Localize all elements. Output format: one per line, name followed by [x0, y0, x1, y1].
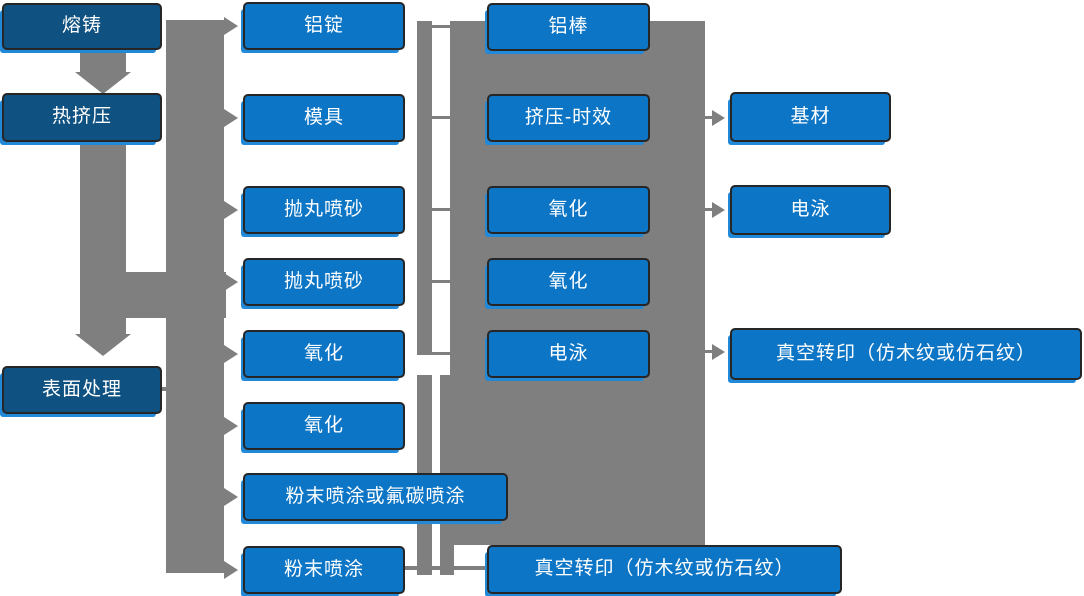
node-oxidation-a: 氧化 [243, 330, 405, 378]
node-electrophoresis-a: 电泳 [487, 330, 650, 378]
bus-tap-aluminum-rod [430, 25, 452, 28]
node-melting-casting: 熔铸 [2, 3, 162, 50]
arrow-extrusion-to-base [712, 110, 725, 126]
flow-shaft-top [80, 50, 126, 76]
arrow-to-powder-or-fluorocarbon [224, 488, 238, 506]
node-base-material: 基材 [730, 92, 891, 142]
bus-tap-extrusion-aging [430, 116, 452, 119]
powder-to-vacuum-connector [405, 566, 487, 570]
node-powder-or-fluorocarbon-coating: 粉末喷涂或氟碳喷涂 [243, 473, 508, 521]
arrow-to-shot-blasting-2 [224, 273, 238, 291]
node-mold: 模具 [243, 94, 405, 142]
node-surface-treatment: 表面处理 [2, 366, 162, 414]
bus-bar-upper [417, 21, 432, 355]
node-aluminum-rod: 铝棒 [487, 3, 650, 51]
arrow-oxidation-to-electro [712, 202, 725, 218]
node-shot-blasting-1: 抛丸喷砂 [243, 186, 405, 234]
node-powder-coating: 粉末喷涂 [243, 546, 405, 594]
arrow-down-to-hot-extrusion [75, 72, 131, 94]
bus-tap-oxidation-c [430, 208, 452, 211]
surface-treatment-connector [158, 387, 174, 391]
node-oxidation-d: 氧化 [487, 258, 650, 306]
shaft-oxidation-to-electro [703, 208, 716, 211]
node-oxidation-c: 氧化 [487, 186, 650, 234]
arrow-to-powder-coating [224, 561, 238, 579]
arrow-electro-to-vacuum [712, 344, 725, 360]
arrow-to-mold [224, 109, 238, 127]
node-extrusion-aging: 挤压-时效 [487, 94, 650, 142]
arrow-to-shot-blasting-1 [224, 201, 238, 219]
shaft-extrusion-to-base [703, 116, 716, 119]
node-vacuum-transfer-b: 真空转印（仿木纹或仿石纹） [730, 328, 1082, 380]
bus-tap-oxidation-d [430, 280, 452, 283]
arrow-to-aluminum-ingot [224, 17, 238, 35]
shaft-electro-to-vacuum [703, 350, 716, 353]
node-hot-extrusion: 热挤压 [2, 93, 162, 142]
node-shot-blasting-2: 抛丸喷砂 [243, 258, 405, 306]
arrow-to-oxidation-b [224, 417, 238, 435]
node-vacuum-transfer-a: 真空转印（仿木纹或仿石纹） [487, 545, 842, 594]
arrow-to-oxidation-a [224, 345, 238, 363]
process-band [166, 20, 224, 573]
node-oxidation-b: 氧化 [243, 402, 405, 450]
node-aluminum-ingot: 铝锭 [243, 2, 405, 50]
bus-tap-electrophoresis [430, 352, 452, 355]
arrow-down-to-surface-treatment [75, 334, 131, 356]
node-electrophoresis-b: 电泳 [730, 185, 891, 235]
